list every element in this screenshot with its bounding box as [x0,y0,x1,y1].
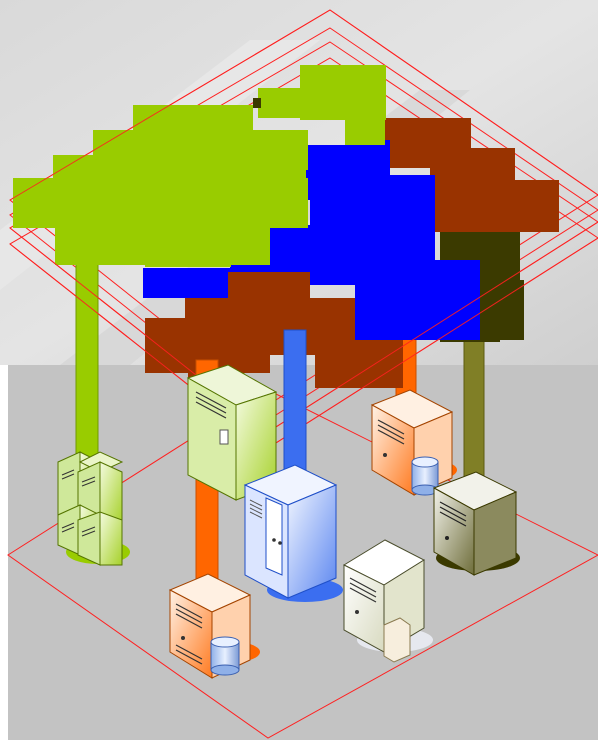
blue-rack-server [243,464,343,602]
olive-tower-server [432,471,520,576]
layer-frames-front [9,9,598,449]
orange-database-server-back [370,389,457,496]
green-layer-notch [253,98,261,108]
pipe-olive-right [463,329,485,491]
orange-database-server-front [168,573,260,679]
green-server-cluster [57,451,130,566]
brown-layer-back [383,118,559,232]
beige-file-server [342,539,433,663]
green-tower-server [186,364,278,501]
pipe-green-left [75,239,99,466]
green-layer [13,65,386,267]
